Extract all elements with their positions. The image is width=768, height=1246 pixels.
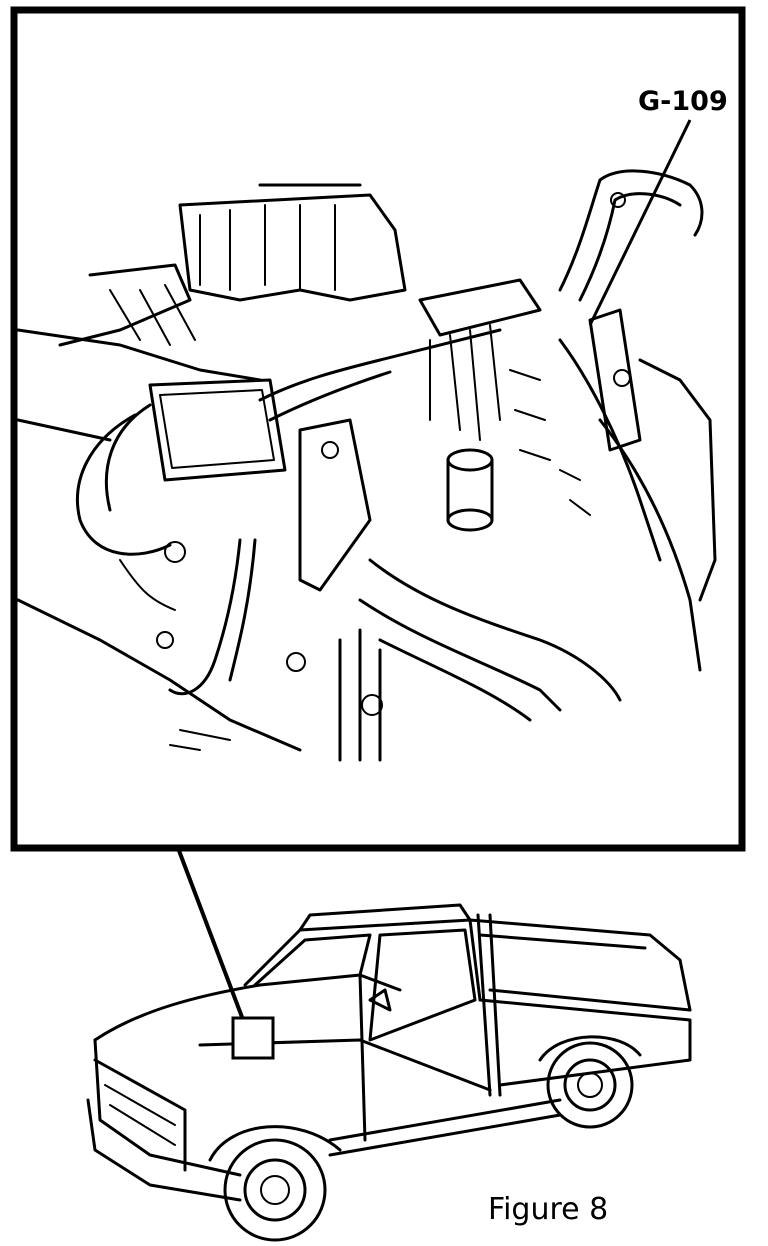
locator-box — [231, 1016, 275, 1060]
figure-caption: Figure 8 — [488, 1192, 608, 1227]
engine-compartment-illustration — [16, 169, 717, 762]
detail-frame — [10, 6, 746, 852]
callout-label: G-109 — [638, 86, 728, 117]
locator-leader-line — [176, 847, 247, 1026]
pickup-truck-illustration — [86, 903, 692, 1242]
callout-leader-line — [588, 119, 692, 326]
